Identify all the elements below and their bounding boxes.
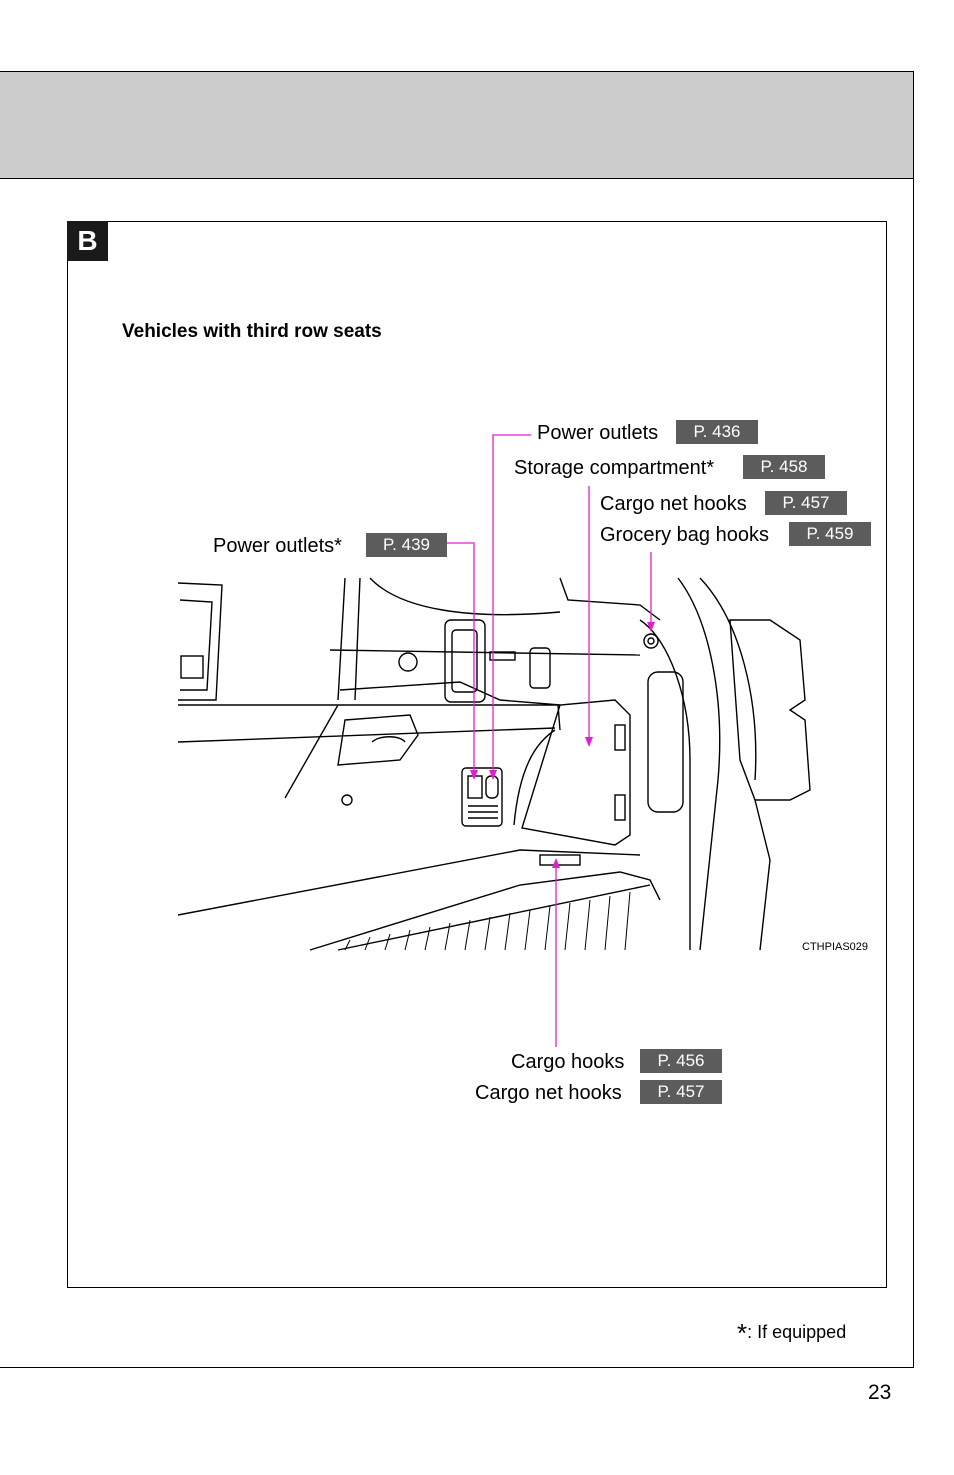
illustration-code: CTHPIAS029 — [802, 941, 869, 953]
power-outlets-left-page-ref[interactable]: P. 439 — [366, 533, 447, 557]
cargo-net-hooks-top-page-ref[interactable]: P. 457 — [765, 491, 847, 515]
header-band — [0, 71, 914, 179]
power-outlets-left-label: Power outlets* — [213, 535, 342, 557]
cargo-hooks-label: Cargo hooks — [511, 1051, 625, 1073]
asterisk-icon: * — [334, 535, 342, 557]
cargo-hooks-page-ref[interactable]: P. 456 — [640, 1049, 722, 1073]
content-box — [67, 221, 887, 1288]
storage-compartment-label: Storage compartment* — [514, 457, 715, 479]
section-badge: B — [67, 221, 108, 261]
grocery-bag-hooks-page-ref[interactable]: P. 459 — [789, 522, 871, 546]
page-number: 23 — [868, 1381, 892, 1404]
footnote: *: If equipped — [737, 1318, 846, 1349]
cargo-net-hooks-top-label: Cargo net hooks — [600, 493, 747, 515]
page-frame — [0, 179, 914, 1368]
asterisk-icon: * — [737, 1318, 748, 1348]
footnote-text: : If equipped — [747, 1322, 847, 1342]
cargo-net-hooks-bottom-label: Cargo net hooks — [475, 1082, 622, 1104]
power-outlets-label: Power outlets — [537, 422, 659, 444]
subtitle: Vehicles with third row seats — [122, 321, 382, 342]
cargo-net-hooks-bottom-page-ref[interactable]: P. 457 — [640, 1080, 722, 1104]
power-outlets-page-ref[interactable]: P. 436 — [676, 420, 758, 444]
asterisk-icon: * — [706, 457, 715, 479]
leader-lines — [446, 434, 652, 1047]
storage-compartment-page-ref[interactable]: P. 458 — [743, 455, 825, 479]
grocery-bag-hooks-label: Grocery bag hooks — [600, 524, 769, 546]
